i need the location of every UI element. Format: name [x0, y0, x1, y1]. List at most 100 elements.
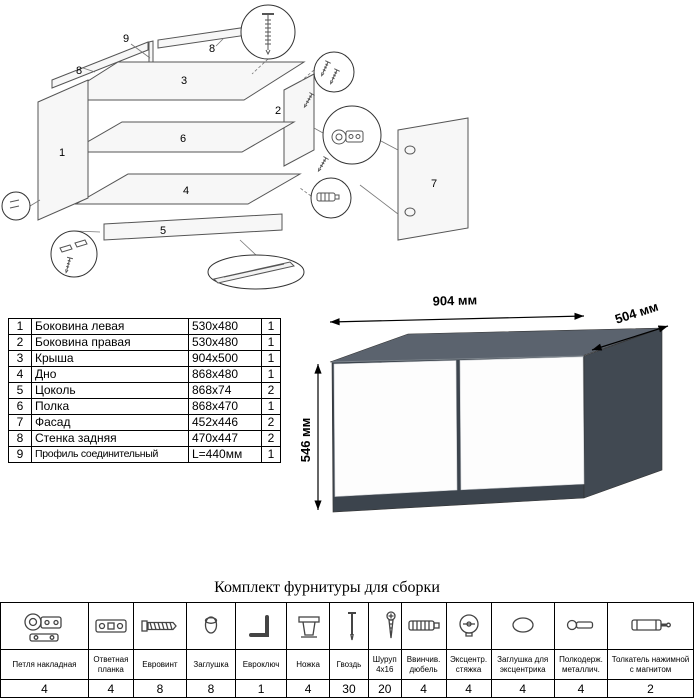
hinge-cup-top	[404, 145, 416, 155]
left-side-panel	[37, 79, 89, 221]
cam-cap-icon	[512, 617, 534, 633]
part-qty: 1	[261, 446, 281, 463]
back-panel-right	[157, 25, 255, 49]
label-part-7: 7	[431, 178, 437, 190]
hardware-name: Заглушка для эксцентрика	[490, 649, 555, 680]
callout-details	[9, 13, 364, 284]
top-panel	[56, 61, 306, 101]
part-name: Полка	[31, 398, 189, 415]
hardware-qty: 4	[286, 679, 331, 698]
width-dimension: 904 мм	[432, 292, 477, 308]
hardware-name-row: Петля накладная Ответная планка Евровинт…	[0, 649, 694, 680]
height-dimension: 546 мм	[300, 418, 313, 463]
plinth-panel	[103, 213, 283, 241]
hardware-name: Заглушка	[185, 649, 237, 680]
width-arrow	[329, 312, 585, 326]
dowel-icon	[407, 620, 440, 631]
part-name: Дно	[31, 366, 189, 383]
hinge-icon	[24, 613, 63, 642]
part-qty: 2	[261, 414, 281, 431]
bottom-panel	[74, 173, 302, 205]
cam-lock-icon	[458, 614, 479, 637]
part-size: 904x500	[188, 350, 262, 367]
part-qty: 1	[261, 398, 281, 415]
part-number: 6	[8, 398, 32, 415]
table-row: 1 Боковина левая 530x480 1	[8, 318, 281, 335]
hardware-icon-row	[0, 602, 694, 650]
hardware-qty: 4	[0, 679, 89, 698]
part-number: 7	[8, 414, 32, 431]
hardware-qty: 8	[185, 679, 237, 698]
part-number: 2	[8, 334, 32, 351]
callout-dowel	[310, 177, 352, 219]
cabinet-panels	[37, 25, 469, 241]
label-part-4: 4	[183, 185, 189, 197]
table-row: 8 Стенка задняя 470x447 2	[8, 430, 281, 447]
part-size: 530x480	[188, 334, 262, 351]
hardware-name: Евровинт	[132, 649, 188, 680]
cabinet-top-edge	[331, 355, 585, 363]
hardware-qty: 20	[367, 679, 402, 698]
table-row: 4 Дно 868x480 1	[8, 366, 281, 383]
push-opener-icon	[630, 619, 671, 631]
hardware-qty: 4	[87, 679, 134, 698]
part-qty: 2	[261, 382, 281, 399]
hex-key-icon	[249, 615, 270, 637]
cabinet-body	[329, 327, 663, 513]
part-qty: 1	[261, 350, 281, 367]
hardware-qty-row: 4 4 8 8 1 4 30 20 4 4 4 4 2	[0, 679, 694, 698]
hardware-name: Толкатель нажимной с магнитом	[607, 649, 694, 680]
hardware-qty: 4	[490, 679, 555, 698]
hardware-title: Комплект фурнитуры для сборки	[214, 579, 440, 596]
table-row: 2 Боковина правая 530x480 1	[8, 334, 281, 351]
part-size: 452x446	[188, 414, 262, 431]
part-size: 868x480	[188, 366, 262, 383]
table-row: 7 Фасад 452x446 2	[8, 414, 281, 431]
table-row: 6 Полка 868x470 1	[8, 398, 281, 415]
hardware-name: Полкодерж. металлич.	[553, 649, 609, 680]
part-number: 1	[8, 318, 32, 335]
nail-icon	[348, 612, 357, 641]
depth-dimension: 504 мм	[613, 299, 660, 327]
hardware-qty: 4	[445, 679, 492, 698]
cabinet-render: 904 мм 504 мм 546 мм	[300, 292, 669, 513]
hardware-name: Петля накладная	[0, 649, 89, 680]
part-name: Фасад	[31, 414, 189, 431]
label-part-9: 9	[123, 33, 129, 45]
cabinet-left-door	[333, 360, 458, 497]
hardware-qty: 30	[329, 679, 369, 698]
label-part-8a: 8	[76, 65, 82, 77]
label-part-1: 1	[59, 147, 65, 159]
callout-bracket	[1, 191, 31, 221]
label-part-5: 5	[160, 225, 166, 237]
callout-feet	[50, 230, 98, 278]
part-size: 470x447	[188, 430, 262, 447]
screw-icon	[386, 611, 396, 639]
part-qty: 1	[261, 366, 281, 383]
part-qty: 1	[261, 318, 281, 335]
back-panel-left	[51, 41, 149, 89]
part-name: Боковина левая	[31, 318, 189, 335]
door-panel	[397, 117, 469, 241]
table-row: 3 Крыша 904x500 1	[8, 350, 281, 367]
part-number: 3	[8, 350, 32, 367]
part-size: 530x480	[188, 318, 262, 335]
cabinet-right-door	[459, 356, 585, 491]
part-number: 8	[8, 430, 32, 447]
part-name: Профиль соединительный	[31, 446, 189, 463]
strike-plate-icon	[95, 619, 127, 633]
part-number: 9	[8, 446, 32, 463]
hardware-name: Евроключ	[235, 649, 288, 680]
part-name: Боковина правая	[31, 334, 189, 351]
cabinet-side-face	[583, 327, 663, 499]
hardware-qty: 8	[132, 679, 188, 698]
exploded-diagram: 1 2 3 4 5 6 7 8 8 9	[1, 4, 469, 290]
cap-icon	[204, 616, 218, 634]
hardware-name: Ввинчив. дюбель	[400, 649, 447, 680]
part-size: L=440мм	[188, 446, 262, 463]
hardware-name: Ножка	[286, 649, 331, 680]
table-row: 9 Профиль соединительный L=440мм 1	[8, 446, 281, 463]
confirmat-screw-icon	[141, 620, 177, 632]
parts-table: 1 Боковина левая 530x480 1 2 Боковина пр…	[8, 318, 281, 463]
part-size: 868x74	[188, 382, 262, 399]
